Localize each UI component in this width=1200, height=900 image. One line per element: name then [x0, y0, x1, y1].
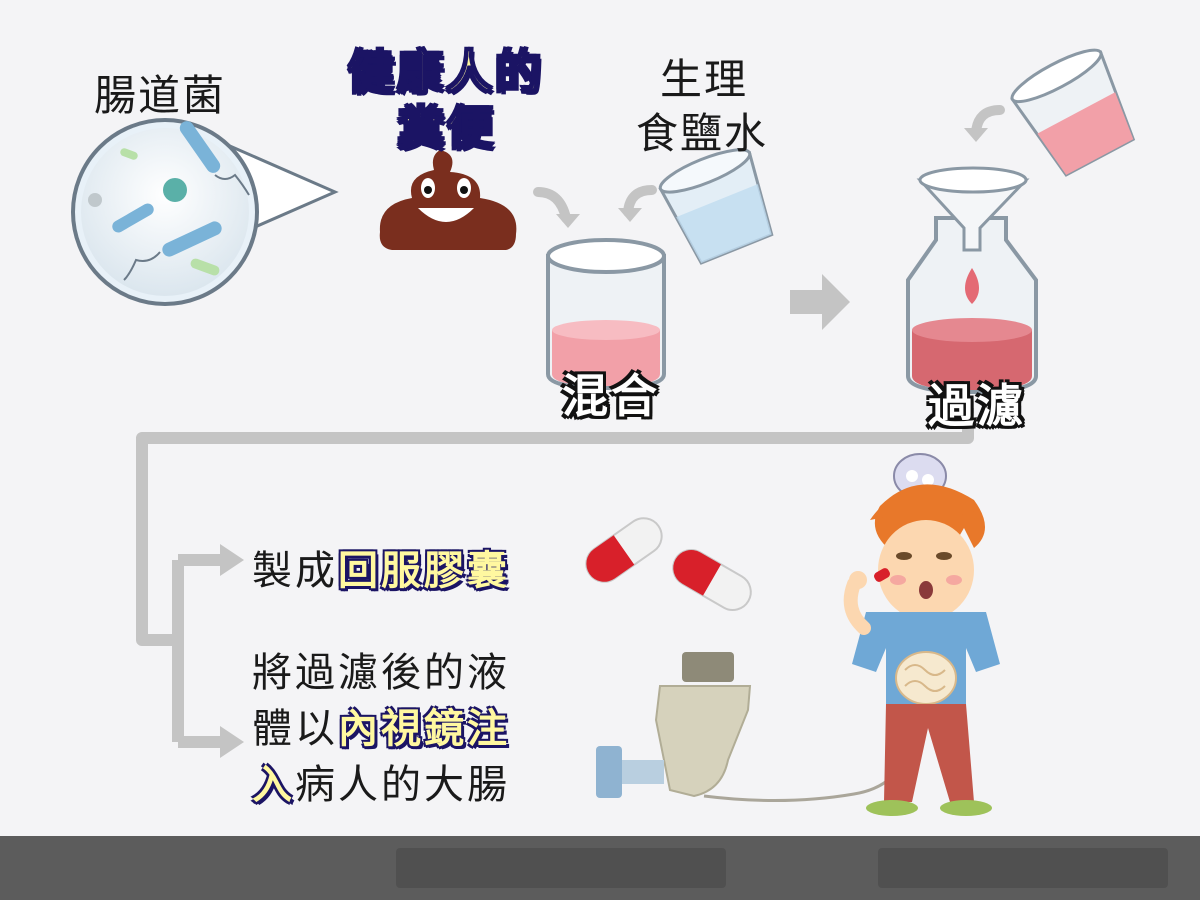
endoscope-step-line3-suffix: 病人的大腸 — [295, 762, 510, 808]
arrow-to-endoscope-step — [220, 726, 244, 758]
process-flow-connector — [136, 408, 974, 748]
bacteria-label: 腸道菌 — [94, 71, 227, 120]
saline-cup-icon — [658, 148, 774, 265]
blurred-caption — [396, 848, 726, 888]
saline-label-line1: 生理 — [660, 55, 749, 104]
pink-cup-icon — [1010, 48, 1136, 177]
capsule-pill-icon — [585, 517, 752, 611]
footer-band — [0, 836, 1200, 900]
filter-label: 過濾 — [928, 379, 1026, 433]
endoscope-step-line2: 體以內視鏡注 — [252, 696, 510, 754]
healthy-stool-label-line2: 糞便 — [397, 100, 496, 156]
capsule-step-highlight: 回服膠囊 — [338, 548, 510, 594]
endoscope-step-line2-highlight: 內視鏡注 — [338, 706, 510, 752]
bacteria-magnifier-icon — [71, 118, 339, 306]
endoscope-step-line2-prefix: 體以 — [252, 706, 338, 752]
arrow-to-capsule-step — [220, 544, 244, 576]
endoscope-step-line3-highlight: 入 — [252, 762, 295, 808]
sick-boy-icon — [843, 453, 1000, 816]
poop-emoji-icon — [379, 150, 517, 250]
mix-label: 混合 — [562, 369, 660, 423]
capsule-step: 製成回服膠囊 — [252, 538, 510, 596]
arrow-mix-to-filter — [790, 274, 850, 330]
capsule-step-prefix: 製成 — [252, 548, 338, 594]
endoscope-step-line1: 將過濾後的液 — [252, 650, 510, 696]
healthy-stool-label-line1: 健康人的 — [347, 44, 544, 100]
endoscope-step-line3: 入病人的大腸 — [252, 752, 510, 810]
mixing-beaker-icon — [546, 238, 666, 391]
filter-funnel-icon — [906, 166, 1038, 395]
saline-label-line2: 食鹽水 — [636, 109, 769, 158]
blurred-watermark — [878, 848, 1168, 888]
enema-syringe-icon — [596, 652, 916, 803]
